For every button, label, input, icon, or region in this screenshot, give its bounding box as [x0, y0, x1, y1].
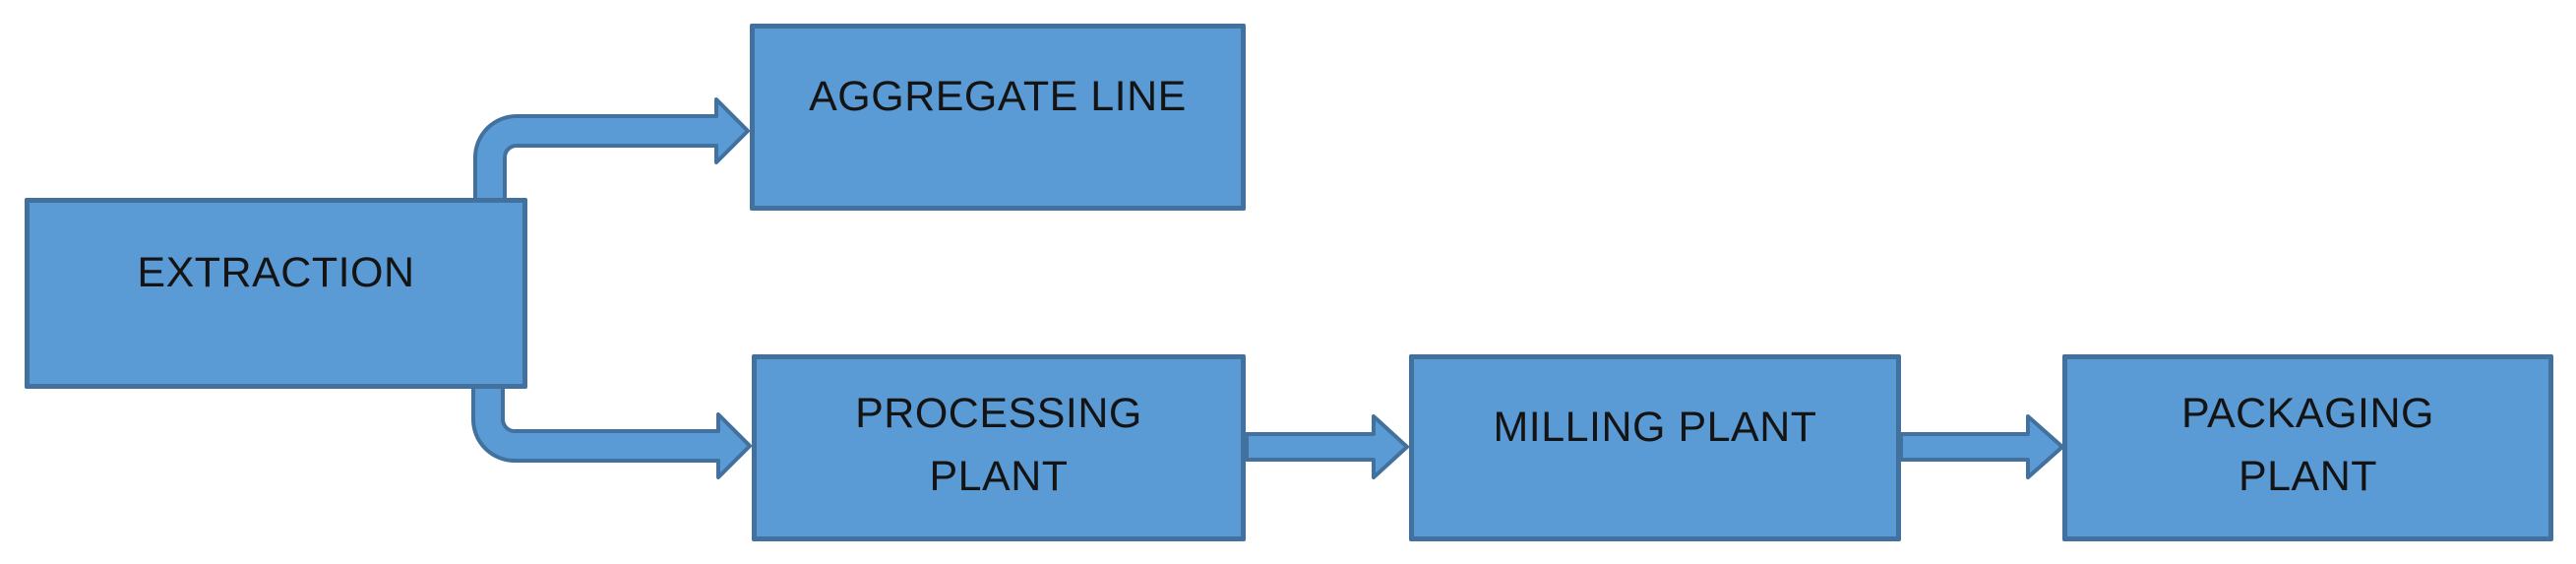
node-aggregate-line: AGGREGATE LINE [750, 24, 1246, 211]
node-label: EXTRACTION [137, 248, 415, 296]
node-processing-plant: PROCESSING PLANT [752, 354, 1246, 541]
connector-extraction-to-processing-plant [471, 382, 752, 479]
connector-processing-plant-to-milling-plant [1245, 414, 1409, 479]
connector-milling-plant-to-packaging-plant [1899, 414, 2064, 479]
connector-extraction-to-aggregate-line [473, 97, 750, 205]
node-label: MILLING PLANT [1493, 403, 1817, 451]
node-label: PLANT [929, 453, 1069, 500]
node-packaging-plant: PACKAGING PLANT [2062, 354, 2553, 541]
node-label: AGGREGATE LINE [809, 72, 1187, 120]
node-label: PLANT [2238, 453, 2378, 500]
node-milling-plant: MILLING PLANT [1409, 354, 1901, 541]
node-extraction: EXTRACTION [25, 198, 527, 389]
node-label: PROCESSING [855, 389, 1142, 437]
node-label: PACKAGING [2181, 389, 2434, 437]
